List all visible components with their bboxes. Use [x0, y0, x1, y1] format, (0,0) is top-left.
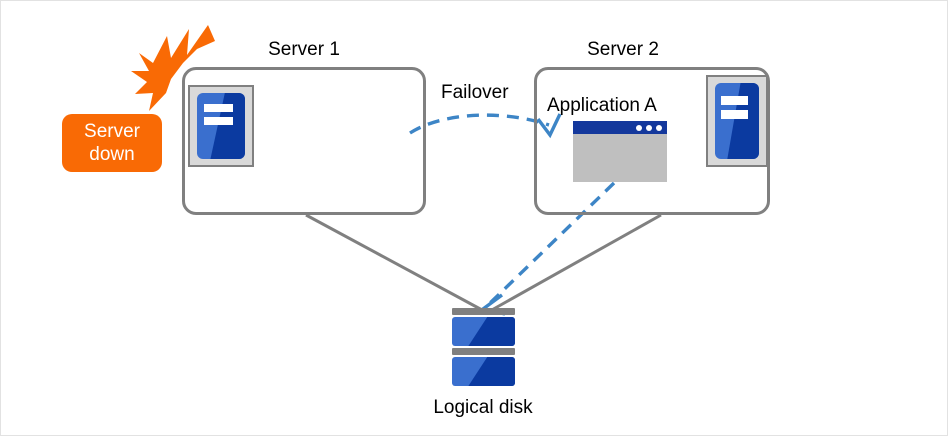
- server1-server-tower-icon: [188, 85, 254, 167]
- application-a-label: Application A: [547, 95, 657, 116]
- failover-label: Failover: [441, 82, 509, 103]
- server2-label: Server 2: [587, 39, 659, 60]
- server-drive-bay: [721, 95, 749, 106]
- server-chassis-body: [715, 83, 759, 159]
- server2-chassis-box: [534, 67, 770, 215]
- server-drive-bay: [721, 110, 749, 120]
- logical-disk-icon: [452, 308, 515, 390]
- server-drive-bay: [203, 116, 234, 125]
- status-badge-server-down: Server down: [62, 114, 162, 172]
- status-badge-line2: down: [89, 144, 135, 165]
- disk-platter-bar: [452, 308, 515, 315]
- disk-platter: [452, 317, 515, 346]
- server-drive-bay: [203, 104, 234, 113]
- connector-server2-to-disk: [489, 213, 662, 313]
- application-window-titlebar: [573, 121, 667, 134]
- logical-disk-label: Logical disk: [433, 397, 533, 418]
- connector-failover-arrow: [409, 113, 550, 135]
- disk-platter-bar: [452, 348, 515, 355]
- server2-server-tower-icon: [706, 75, 768, 167]
- window-control-dot: [646, 124, 652, 131]
- window-control-dot: [636, 124, 642, 131]
- status-badge-line1: Server: [84, 121, 140, 142]
- application-window-icon: [573, 121, 667, 182]
- connector-server1-to-disk: [305, 213, 485, 313]
- server1-chassis-box: [182, 67, 426, 215]
- disk-platter: [452, 357, 515, 386]
- server1-label: Server 1: [268, 39, 340, 60]
- window-control-dot: [656, 124, 662, 131]
- server-chassis-body: [197, 93, 245, 159]
- failure-burst-icon: [131, 25, 215, 111]
